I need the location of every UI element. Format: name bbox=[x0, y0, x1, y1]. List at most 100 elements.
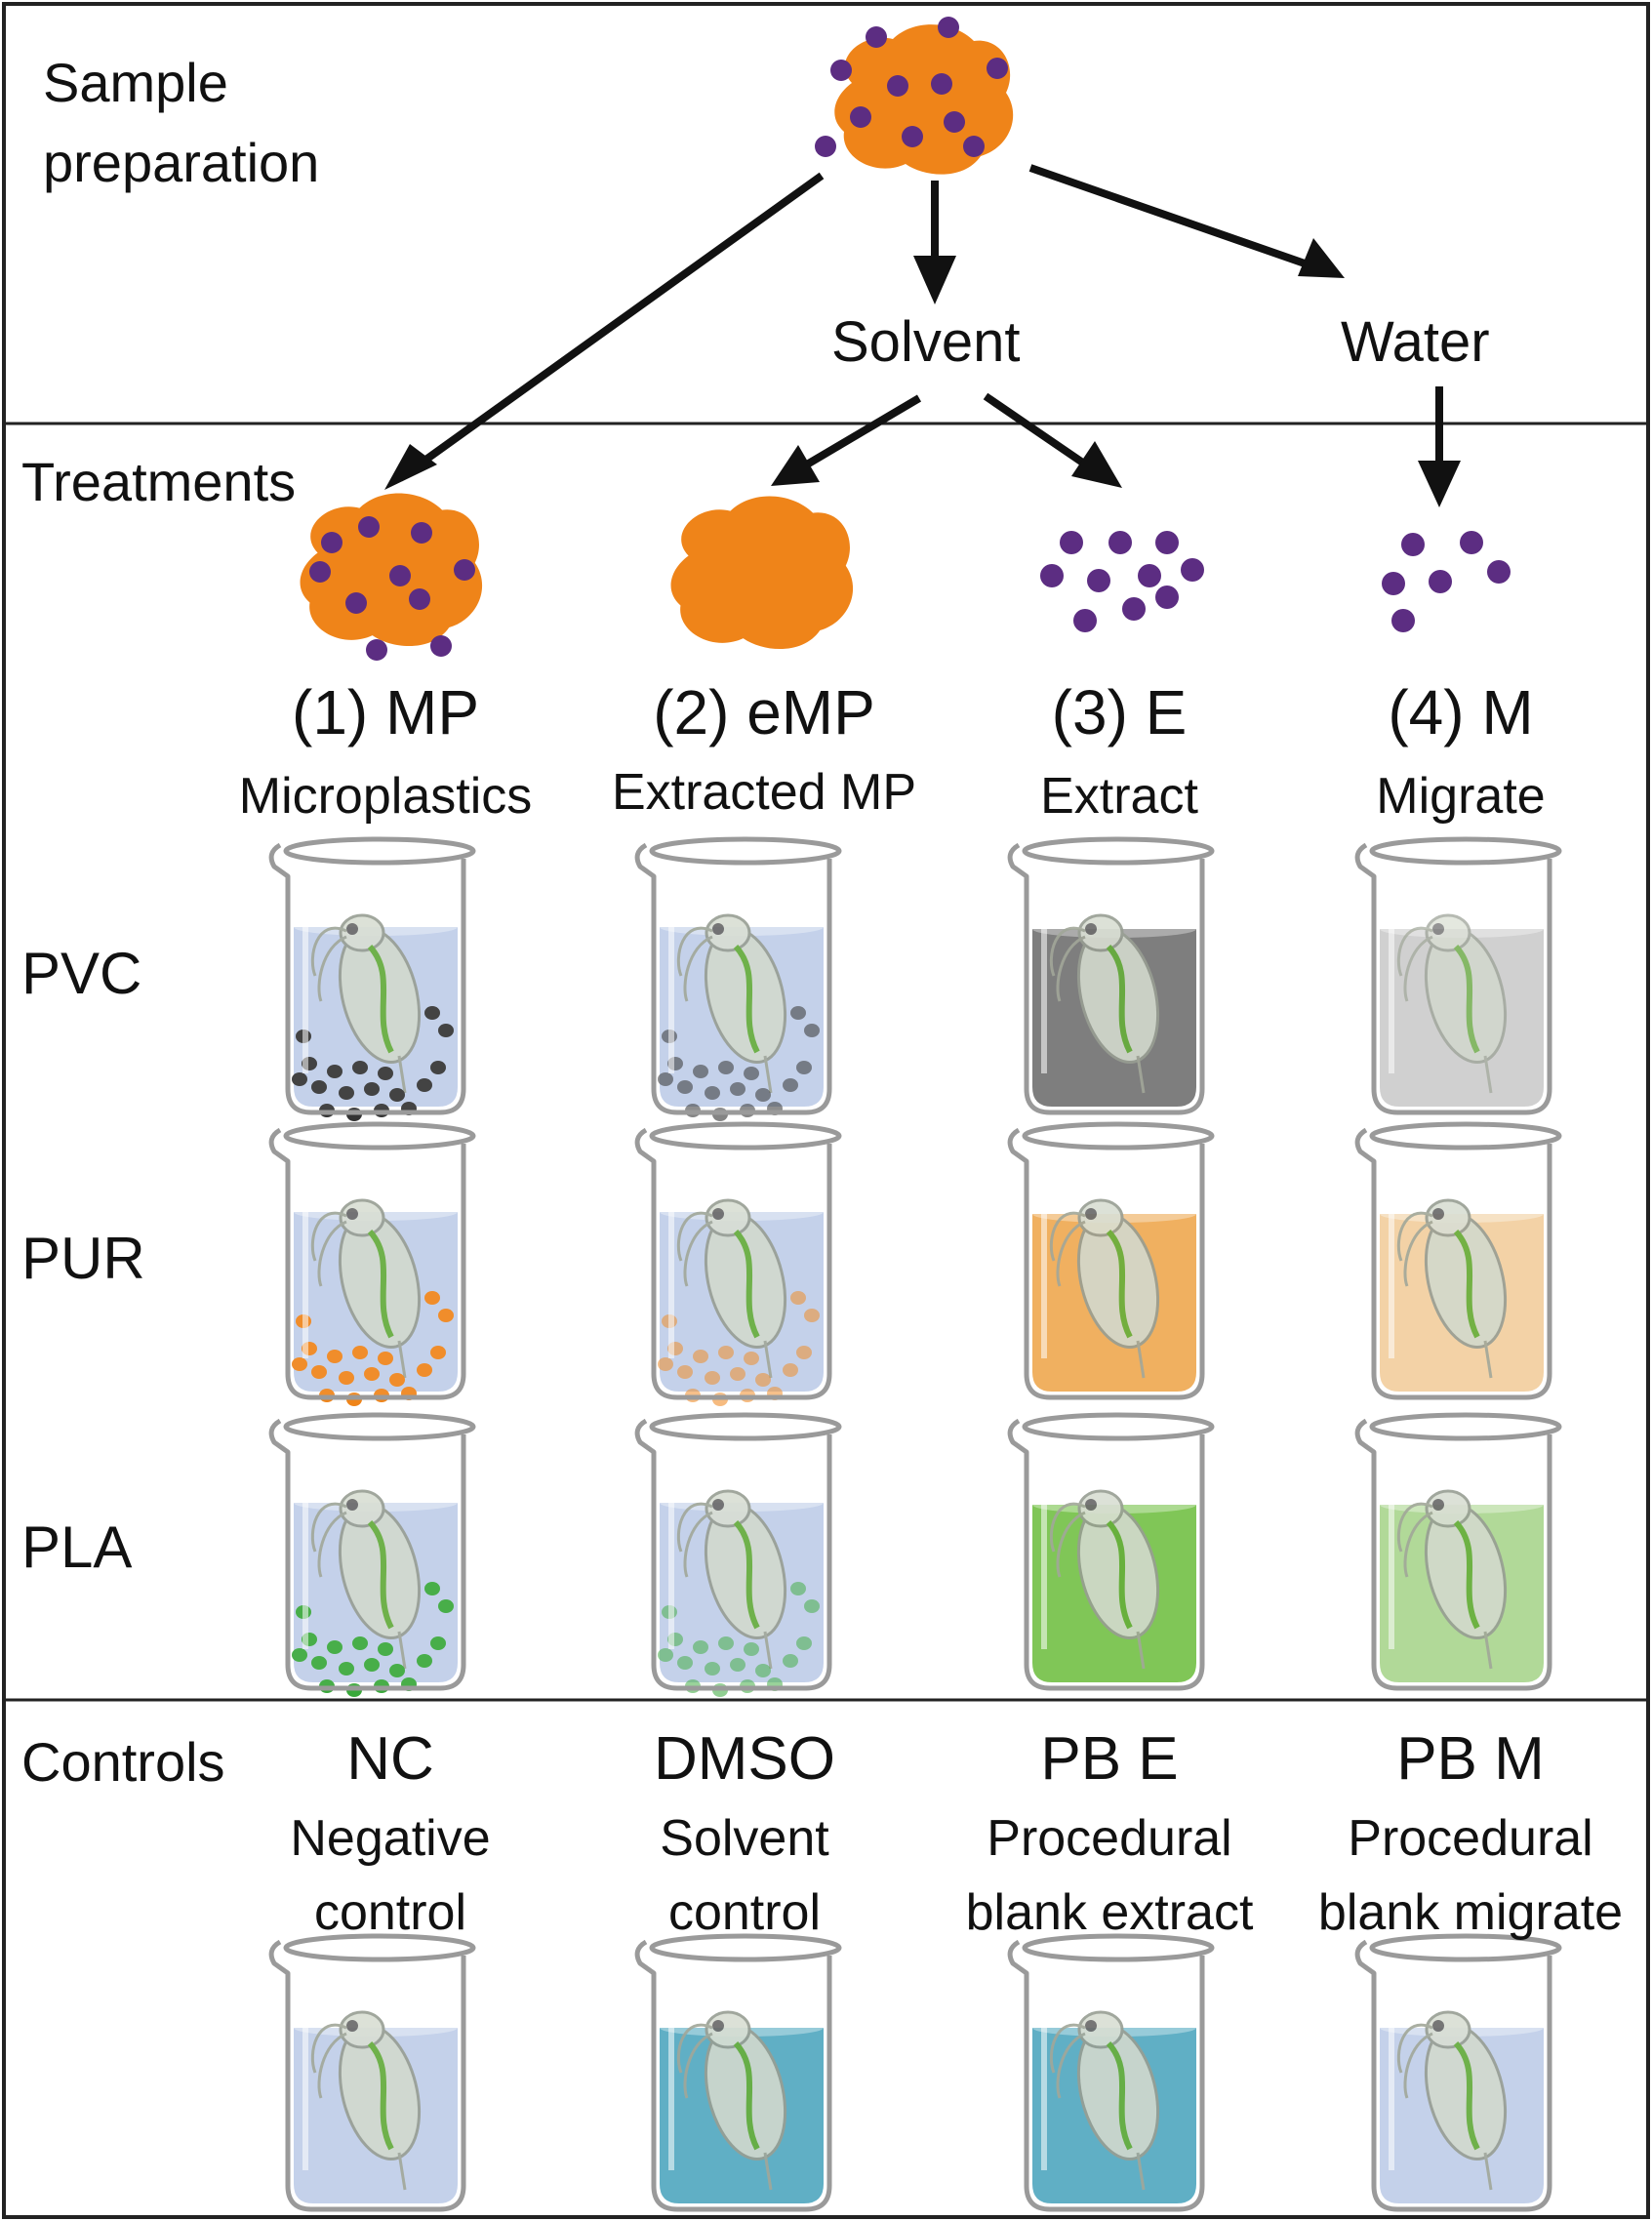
arrowhead-migrate bbox=[1418, 461, 1461, 507]
beaker-control-dmso-glass bbox=[634, 1939, 832, 2212]
arrowhead-water bbox=[1298, 238, 1345, 278]
beaker-control-dmso bbox=[634, 1933, 842, 2212]
row-label-pla: PLA bbox=[21, 1514, 133, 1580]
beaker-pvc-mp bbox=[268, 836, 476, 1121]
beaker-pla-e bbox=[1007, 1412, 1215, 1691]
beaker-pvc-e-rim bbox=[1022, 836, 1215, 866]
control-desc-line1-pbe: Procedural bbox=[987, 1810, 1232, 1867]
beaker-pur-emp bbox=[634, 1121, 842, 1406]
beaker-pvc-e-daphnia bbox=[1049, 913, 1160, 1094]
icon-microplastics bbox=[300, 493, 483, 661]
beaker-pla-mp bbox=[268, 1412, 476, 1697]
control-desc-line1-nc: Negative bbox=[290, 1810, 491, 1867]
beaker-control-pbm-daphnia bbox=[1396, 2010, 1508, 2191]
treatment-name-extracted-mp: Extracted MP bbox=[611, 764, 917, 821]
control-desc-line2-pbe: blank extract bbox=[965, 1884, 1254, 1941]
beaker-pla-m-rim bbox=[1369, 1412, 1562, 1441]
beaker-pla-m-daphnia bbox=[1396, 1489, 1508, 1670]
beaker-pur-e-daphnia bbox=[1049, 1198, 1160, 1379]
beaker-control-dmso-rim bbox=[649, 1933, 842, 1962]
beaker-pla-m bbox=[1354, 1412, 1562, 1691]
icon-extracted-mp bbox=[670, 496, 854, 650]
beaker-pla-mp-particles bbox=[292, 1582, 454, 1697]
beaker-pur-m-glass bbox=[1354, 1127, 1552, 1400]
beaker-pla-mp-rim bbox=[283, 1412, 476, 1441]
control-desc-line2-nc: control bbox=[313, 1884, 467, 1941]
beaker-pvc-e-glass bbox=[1007, 842, 1205, 1115]
control-code-pbm: PB M bbox=[1396, 1725, 1545, 1793]
treatment-code-m: (4) M bbox=[1388, 677, 1534, 747]
treatment-code-mp: (1) MP bbox=[292, 677, 479, 747]
treatment-name-extract: Extract bbox=[1040, 768, 1198, 825]
beaker-pvc-m-daphnia bbox=[1396, 913, 1508, 1094]
beaker-pvc-e bbox=[1007, 836, 1215, 1115]
beaker-pur-m bbox=[1354, 1121, 1562, 1400]
beaker-pvc-mp-glass bbox=[268, 842, 466, 1115]
beaker-pur-mp-particles bbox=[292, 1291, 454, 1406]
arrowhead-solvent bbox=[913, 256, 956, 304]
beaker-pla-m-glass bbox=[1354, 1418, 1552, 1691]
treatment-code-e: (3) E bbox=[1051, 677, 1188, 747]
treatment-name-microplastics: Microplastics bbox=[238, 768, 533, 825]
beaker-control-dmso-daphnia bbox=[676, 2010, 787, 2191]
beaker-pvc-mp-daphnia bbox=[310, 913, 422, 1094]
section-label-sample-preparation: Sample preparation bbox=[43, 52, 320, 193]
icon-migrate bbox=[1382, 531, 1511, 632]
section-label-treatments: Treatments bbox=[21, 451, 297, 512]
beaker-pla-emp-rim bbox=[649, 1412, 842, 1441]
beaker-control-nc-rim bbox=[283, 1933, 476, 1962]
beaker-pvc-m-rim bbox=[1369, 836, 1562, 866]
treatment-name-migrate: Migrate bbox=[1376, 768, 1546, 825]
beaker-control-nc-daphnia bbox=[310, 2010, 422, 2191]
beaker-pvc-emp-glass bbox=[634, 842, 832, 1115]
arrow-to-extracted-mp bbox=[787, 394, 922, 478]
control-desc-line2-dmso: control bbox=[667, 1884, 822, 1941]
row-label-pvc: PVC bbox=[21, 941, 142, 1006]
arrowhead-microplastics bbox=[384, 444, 437, 490]
beaker-pur-e-glass bbox=[1007, 1127, 1205, 1400]
beaker-pla-emp-glass bbox=[634, 1418, 832, 1691]
control-code-nc: NC bbox=[346, 1725, 434, 1793]
beaker-pla-e-glass bbox=[1007, 1418, 1205, 1691]
beaker-pla-e-daphnia bbox=[1049, 1489, 1160, 1670]
beaker-pur-emp-daphnia bbox=[676, 1198, 787, 1379]
beaker-pla-mp-daphnia bbox=[310, 1489, 422, 1670]
beaker-pur-e-rim bbox=[1022, 1121, 1215, 1151]
control-code-pbe: PB E bbox=[1040, 1725, 1179, 1793]
beaker-pla-mp-glass bbox=[268, 1418, 466, 1691]
beaker-pur-mp-daphnia bbox=[310, 1198, 422, 1379]
beaker-pvc-emp bbox=[634, 836, 842, 1121]
beaker-control-pbe-rim bbox=[1022, 1933, 1215, 1962]
beaker-pur-emp-glass bbox=[634, 1127, 832, 1400]
arrowhead-extract bbox=[1071, 441, 1122, 488]
beaker-control-pbe bbox=[1007, 1933, 1215, 2212]
icon-extract bbox=[1040, 531, 1204, 632]
beaker-pla-emp-daphnia bbox=[676, 1489, 787, 1670]
beaker-pvc-m-glass bbox=[1354, 842, 1552, 1115]
beaker-pvc-emp-daphnia bbox=[676, 913, 787, 1094]
beaker-control-pbm-glass bbox=[1354, 1939, 1552, 2212]
beaker-pur-emp-rim bbox=[649, 1121, 842, 1151]
beaker-pur-mp-rim bbox=[283, 1121, 476, 1151]
sample-microplastic-blob bbox=[815, 17, 1014, 175]
beaker-pvc-mp-rim bbox=[283, 836, 476, 866]
beaker-control-nc-glass bbox=[268, 1939, 466, 2212]
beaker-pur-e bbox=[1007, 1121, 1215, 1400]
beaker-pla-e-rim bbox=[1022, 1412, 1215, 1441]
beaker-pla-emp bbox=[634, 1412, 842, 1697]
beaker-control-pbe-glass bbox=[1007, 1939, 1205, 2212]
beaker-control-pbm bbox=[1354, 1933, 1562, 2212]
beaker-pur-m-daphnia bbox=[1396, 1198, 1508, 1379]
control-code-dmso: DMSO bbox=[654, 1725, 835, 1793]
beaker-control-nc bbox=[268, 1933, 476, 2212]
beaker-pur-m-rim bbox=[1369, 1121, 1562, 1151]
section-label-controls: Controls bbox=[21, 1731, 225, 1793]
arrowhead-extracted-mp bbox=[771, 445, 820, 486]
control-desc-line2-pbm: blank migrate bbox=[1317, 1884, 1624, 1941]
arrow-to-water bbox=[1028, 164, 1329, 275]
arrow-to-microplastics bbox=[397, 172, 825, 482]
beaker-pur-mp-glass bbox=[268, 1127, 466, 1400]
branch-label-water: Water bbox=[1341, 310, 1490, 374]
beaker-pvc-emp-rim bbox=[649, 836, 842, 866]
